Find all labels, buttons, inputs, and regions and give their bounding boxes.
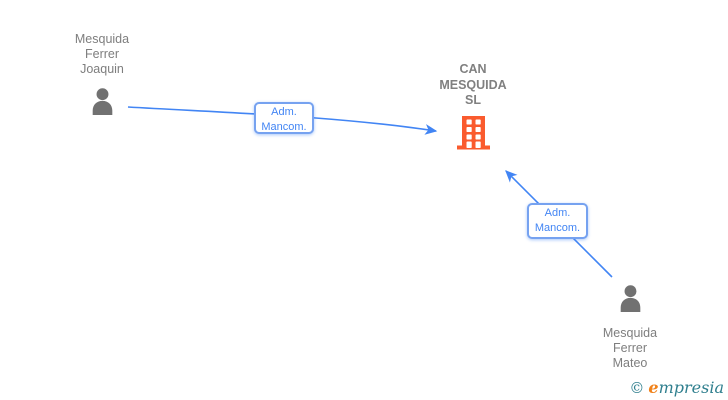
- empresia-logo[interactable]: ©empresia: [629, 378, 724, 397]
- relationship-label-adm-mancom-2: Adm. Mancom.: [527, 203, 588, 239]
- relationship-label-adm-mancom-1: Adm. Mancom.: [254, 102, 314, 134]
- brand-initial: e: [648, 378, 659, 397]
- person-name: Mesquida Ferrer Joaquin: [74, 32, 130, 76]
- company-name: CAN MESQUIDA SL: [439, 62, 507, 107]
- building-icon: [411, 115, 535, 155]
- copyright-icon: ©: [629, 379, 645, 397]
- person-icon: [568, 283, 692, 321]
- brand-rest: mpresia: [658, 378, 724, 397]
- company-node-can-mesquida-sl[interactable]: CAN MESQUIDA SL: [411, 62, 535, 155]
- person-node-mateo[interactable]: Mesquida Ferrer Mateo: [568, 283, 692, 371]
- person-icon: [40, 86, 164, 124]
- person-name: Mesquida Ferrer Mateo: [602, 326, 658, 370]
- person-node-joaquin[interactable]: Mesquida Ferrer Joaquin: [40, 32, 164, 124]
